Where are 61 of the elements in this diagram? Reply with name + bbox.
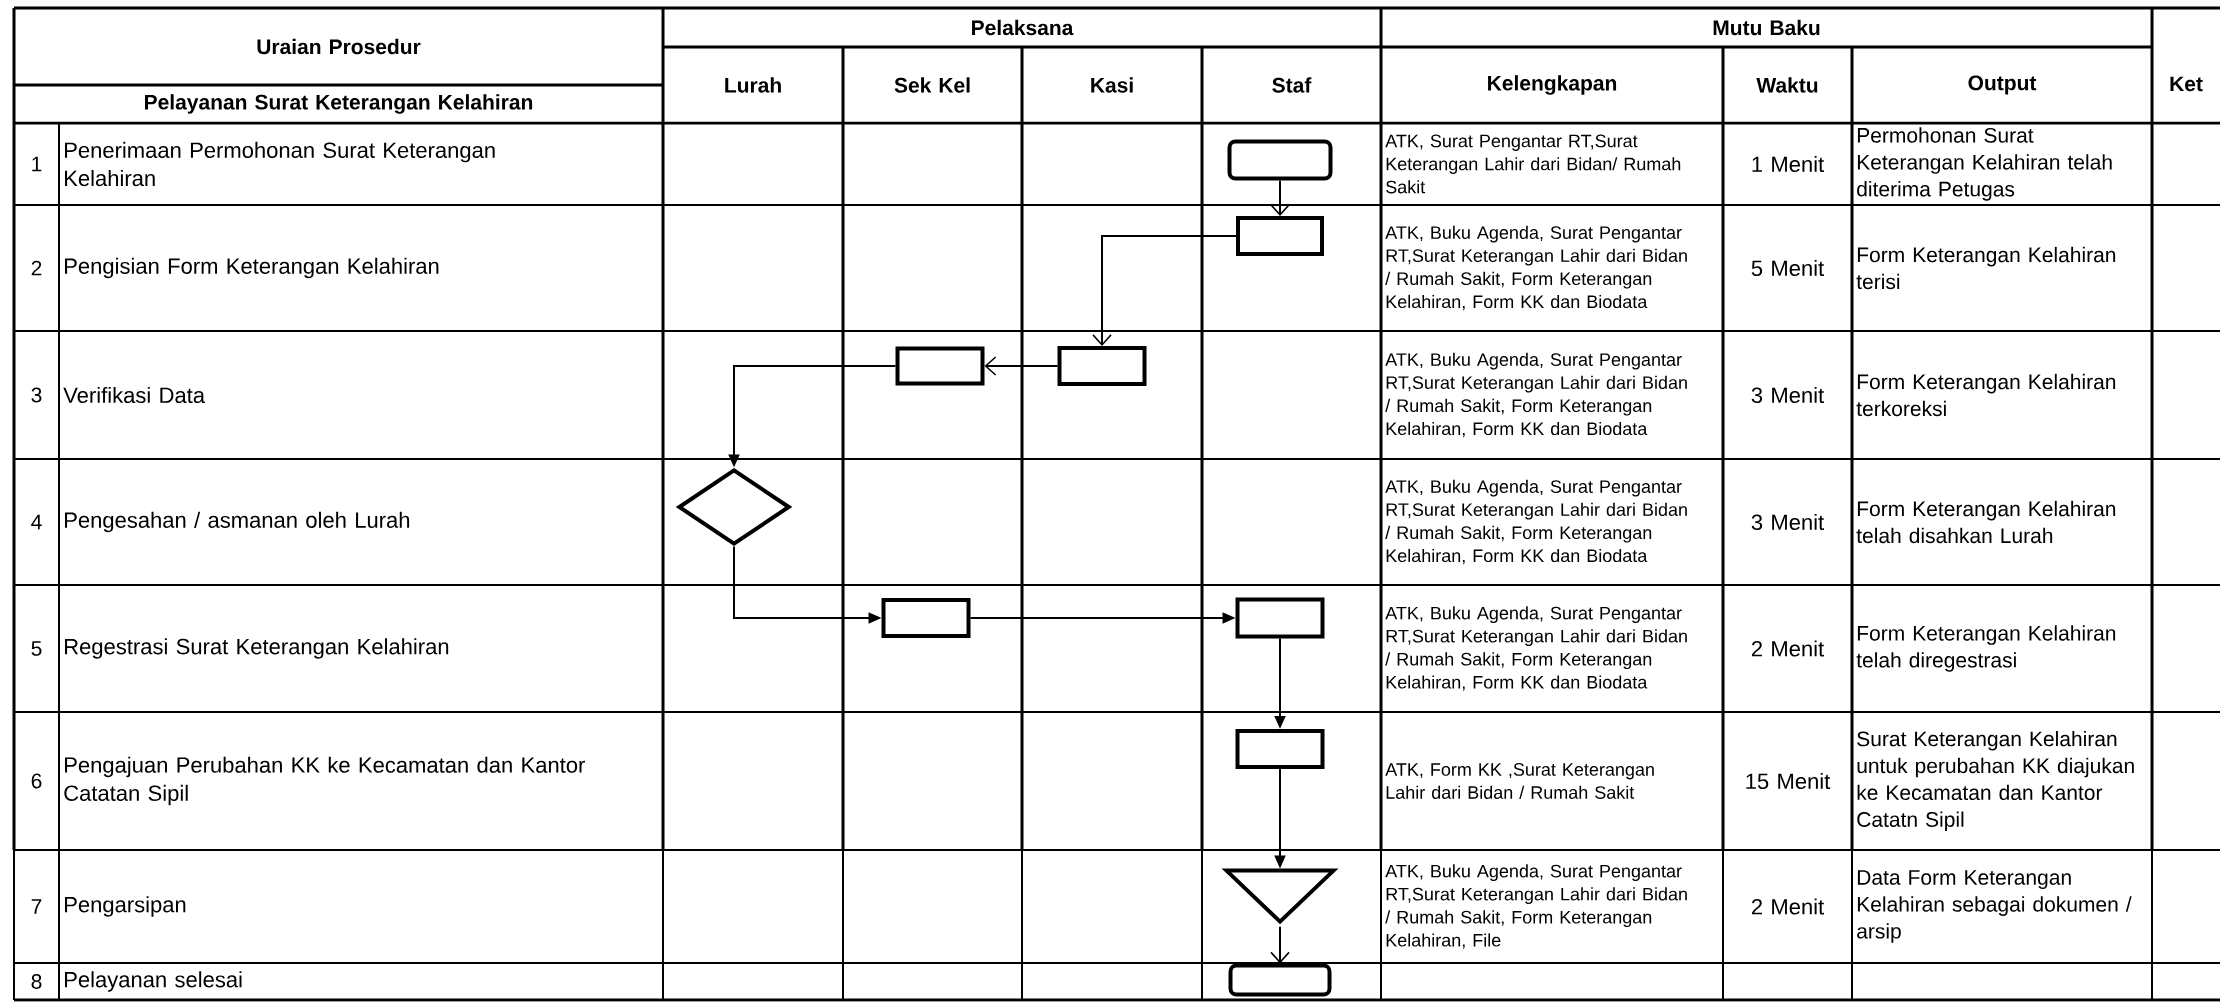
column-header: Output xyxy=(1968,75,2037,95)
step-description: Verifikasi Data xyxy=(63,386,205,404)
column-header: Waktu xyxy=(1756,77,1818,93)
output-text: Data Form Keterangan Kelahiran sebagai dokumen / arsip xyxy=(1857,870,2132,943)
column-header: Kasi xyxy=(1091,77,1133,93)
process-box xyxy=(1057,346,1147,386)
step-description: Pengisian Form Keterangan Kelahiran xyxy=(65,257,439,279)
requirement-text: ATK, Surat Pengantar RT,Surat Keterangan Lahir dari Bidan/ Rumah Sakit xyxy=(1385,134,1681,194)
step-description: Penerimaan Permohonan Surat Keterangan Kelahiran xyxy=(65,141,495,187)
duration-text: 2 Menit xyxy=(1751,898,1824,915)
column-header: Mutu Baku xyxy=(1713,19,1820,36)
process-box xyxy=(881,598,971,638)
step-number: 8 xyxy=(31,974,42,989)
column-header: Ket xyxy=(2170,76,2203,92)
step-number: 2 xyxy=(31,260,42,276)
column-header: Staf xyxy=(1272,77,1312,93)
terminator-box xyxy=(1227,139,1333,181)
output-text: Form Keterangan Kelahiran terisi xyxy=(1856,246,2116,290)
output-text: Surat Keterangan Kelahiran untuk perubahan KK diajukan ke Kecamatan dan Kantor Catatn Sipil xyxy=(1857,730,2134,832)
arrow xyxy=(1270,925,1290,964)
step-description: Regestrasi Surat Keterangan Kelahiran xyxy=(65,638,449,659)
requirement-text: ATK, Buku Agenda, Surat Pengantar RT,Surat Keterangan Lahir dari Bidan / Rumah Sakit, Form Keterangan Kelahiran, Form KK dan Biodata xyxy=(1385,479,1687,565)
requirement-text: ATK, Buku Agenda, Surat Pengantar RT,Surat Keterangan Lahir dari Bidan / Rumah Sakit, Form Keterangan Kelahiran, Form KK dan Biodata xyxy=(1385,225,1687,311)
column-header: Sek Kel xyxy=(894,77,970,93)
terminator-box xyxy=(1228,963,1332,997)
column-header: Pelaksana xyxy=(972,19,1074,36)
table-title: Uraian Prosedur xyxy=(257,38,421,55)
step-number: 3 xyxy=(31,387,42,403)
process-box xyxy=(1235,729,1325,769)
step-description: Pelayanan selesai xyxy=(65,971,242,992)
step-number: 4 xyxy=(31,514,42,530)
duration-text: 15 Menit xyxy=(1746,772,1831,790)
requirement-text: ATK, Buku Agenda, Surat Pengantar RT,Surat Keterangan Lahir dari Bidan / Rumah Sakit, Form Keterangan Kelahiran, Form KK dan Biodata xyxy=(1385,606,1687,691)
requirement-text: ATK, Buku Agenda, Surat Pengantar RT,Surat Keterangan Lahir dari Bidan / Rumah Sakit, Form Keterangan Kelahiran, Form KK dan Biodata xyxy=(1385,352,1687,438)
process-box xyxy=(1236,216,1324,256)
step-description: Pengajuan Perubahan KK ke Kecamatan dan Kantor Catatan Sipil xyxy=(64,756,585,806)
table-subtitle: Pelayanan Surat Keterangan Kelahiran xyxy=(145,94,533,114)
step-number: 1 xyxy=(32,156,42,172)
arrow xyxy=(984,356,1059,376)
output-text: Form Keterangan Kelahiran telah diregestrasi xyxy=(1856,625,2116,672)
process-box xyxy=(895,346,985,386)
duration-text: 3 Menit xyxy=(1751,386,1824,404)
output-text: Permohonan Surat Keterangan Kelahiran telah diterima Petugas xyxy=(1857,127,2112,201)
duration-text: 2 Menit xyxy=(1751,640,1824,657)
duration-text: 3 Menit xyxy=(1751,513,1824,531)
step-number: 7 xyxy=(31,899,42,914)
step-number: 5 xyxy=(31,641,42,656)
column-header: Kelengkapan xyxy=(1488,75,1617,95)
duration-text: 1 Menit xyxy=(1752,155,1824,173)
requirement-text: ATK, Buku Agenda, Surat Pengantar RT,Surat Keterangan Lahir dari Bidan / Rumah Sakit, Form Keterangan Kelahiran, File xyxy=(1385,864,1687,949)
step-description: Pengesahan / asmanan oleh Lurah xyxy=(65,511,410,533)
output-text: Form Keterangan Kelahiran telah disahkan Lurah xyxy=(1856,500,2116,544)
arrow xyxy=(1270,179,1290,216)
arrow xyxy=(1092,235,1237,346)
output-text: Form Keterangan Kelahiran terkoreksi xyxy=(1856,373,2116,417)
requirement-text: ATK, Form KK ,Surat Keterangan Lahir dari Bidan / Rumah Sakit xyxy=(1385,763,1654,799)
duration-text: 5 Menit xyxy=(1751,259,1824,277)
column-header: Lurah xyxy=(725,77,781,93)
process-box xyxy=(1235,597,1325,639)
step-description: Pengarsipan xyxy=(65,896,186,917)
step-number: 6 xyxy=(31,773,42,789)
